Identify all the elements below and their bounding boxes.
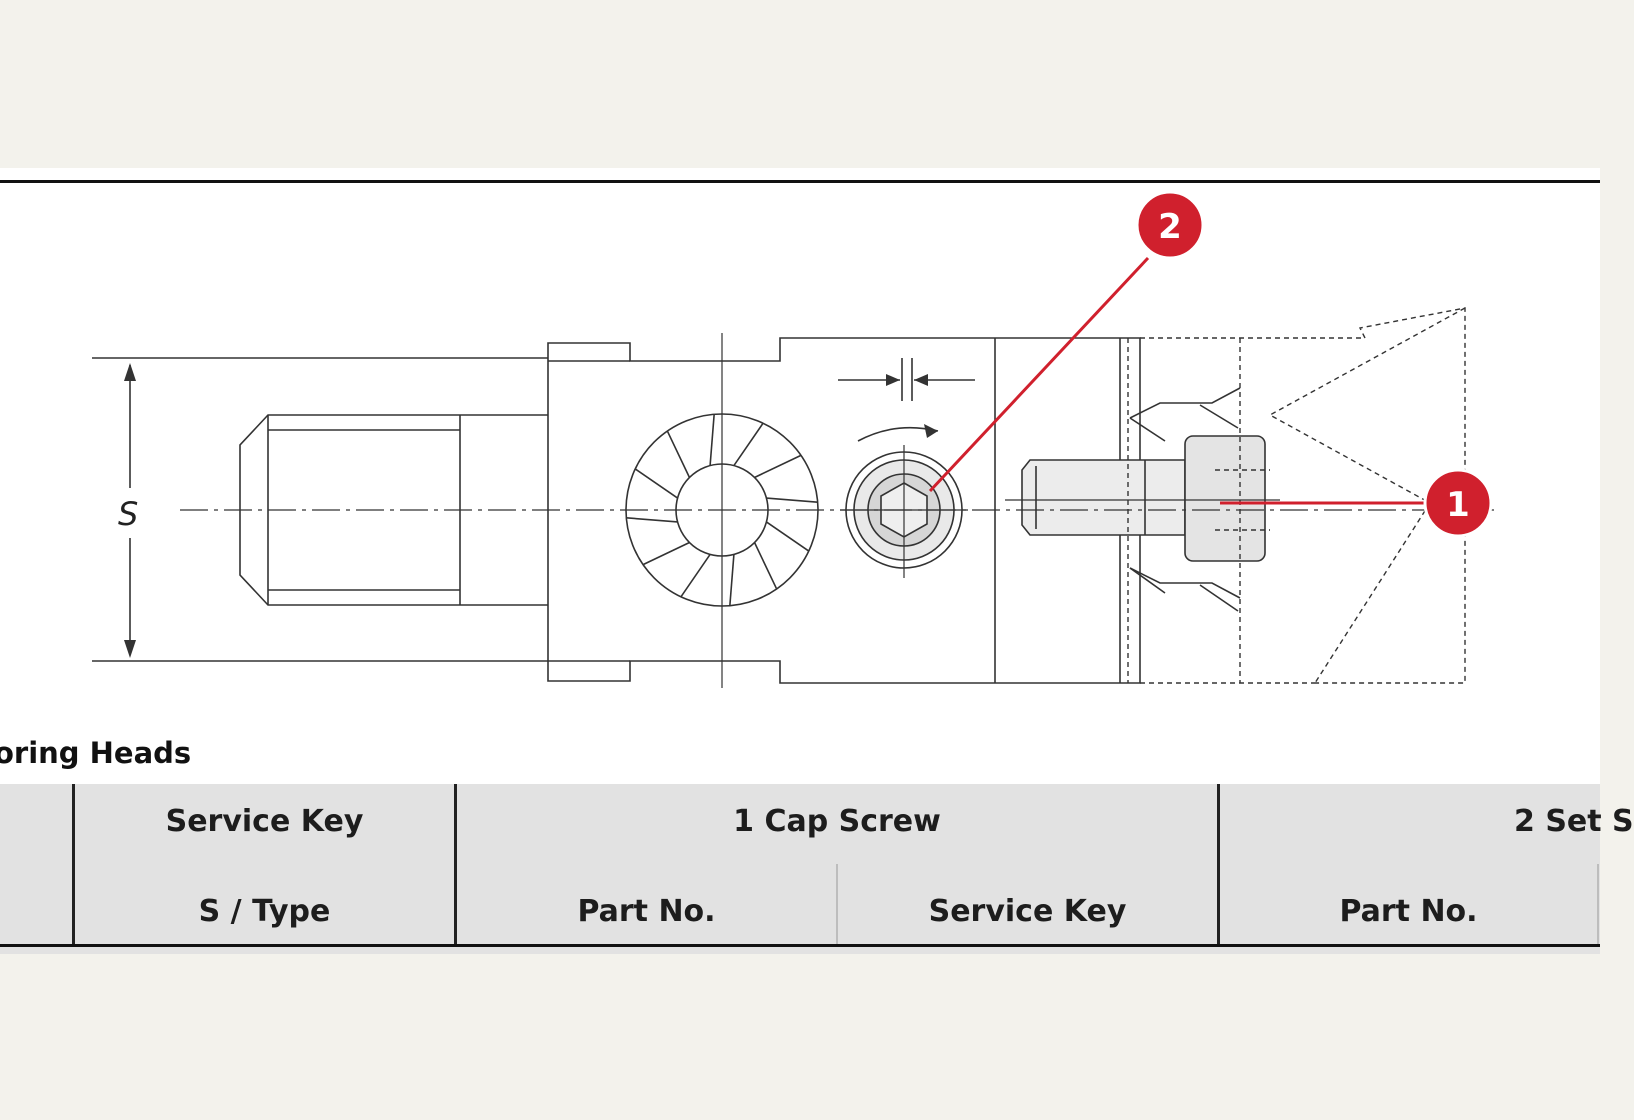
wheel-spoke	[733, 422, 764, 467]
wheel-spoke	[626, 517, 678, 523]
dimension-arrow-bottom	[124, 640, 136, 658]
column-divider	[72, 784, 75, 947]
wheel-spoke	[680, 553, 711, 598]
wheel-spoke	[765, 521, 810, 552]
wheel-spoke	[709, 414, 715, 466]
dimension-arrow-top	[124, 363, 136, 381]
cap-screw-head	[1184, 435, 1266, 562]
wheel-spoke	[634, 468, 679, 499]
cap-screw-shank	[1021, 459, 1186, 536]
callout-1-number: 1	[1446, 485, 1470, 525]
column-divider	[454, 784, 457, 947]
subcolumn-divider	[1597, 864, 1599, 947]
subheader-set-screw-part-no: Part No.	[1339, 894, 1478, 929]
document-sheet: S 2 1 oring Heads Service Key 1 Cap Scre…	[0, 168, 1634, 954]
wheel-spoke	[754, 454, 802, 479]
wheel-spoke	[753, 542, 778, 590]
subheader-cap-screw-service-key: Service Key	[928, 894, 1127, 929]
subcolumn-divider	[836, 864, 838, 947]
wheel-spoke	[766, 497, 818, 503]
boring-head-technical-drawing: S 2 1	[92, 190, 1500, 688]
column-divider	[1217, 784, 1220, 947]
wheel-spoke	[729, 554, 735, 606]
callout-2-number: 2	[1158, 207, 1182, 247]
dimension-label-s: S	[118, 495, 138, 533]
wheel-spoke	[642, 541, 690, 566]
group-header-set-screw: 2 Set S	[1514, 804, 1634, 839]
subheader-s-type: S / Type	[198, 894, 331, 929]
callout-2-leader	[928, 256, 1150, 493]
hatch-top	[1129, 387, 1241, 419]
callout-1-badge: 1	[1423, 468, 1493, 538]
hatch-bottom	[1129, 567, 1241, 599]
callout-2-badge: 2	[1135, 190, 1205, 260]
group-header-cap-screw: 1 Cap Screw	[733, 804, 941, 839]
section-title: oring Heads	[0, 736, 192, 770]
wheel-spoke	[666, 430, 691, 478]
parts-table-header: Service Key 1 Cap Screw 2 Set S S / Type…	[0, 784, 1634, 954]
subheader-cap-screw-part-no: Part No.	[577, 894, 716, 929]
top-rule	[0, 180, 1600, 183]
group-header-service-key: Service Key	[165, 804, 364, 839]
table-bottom-rule	[0, 944, 1600, 947]
